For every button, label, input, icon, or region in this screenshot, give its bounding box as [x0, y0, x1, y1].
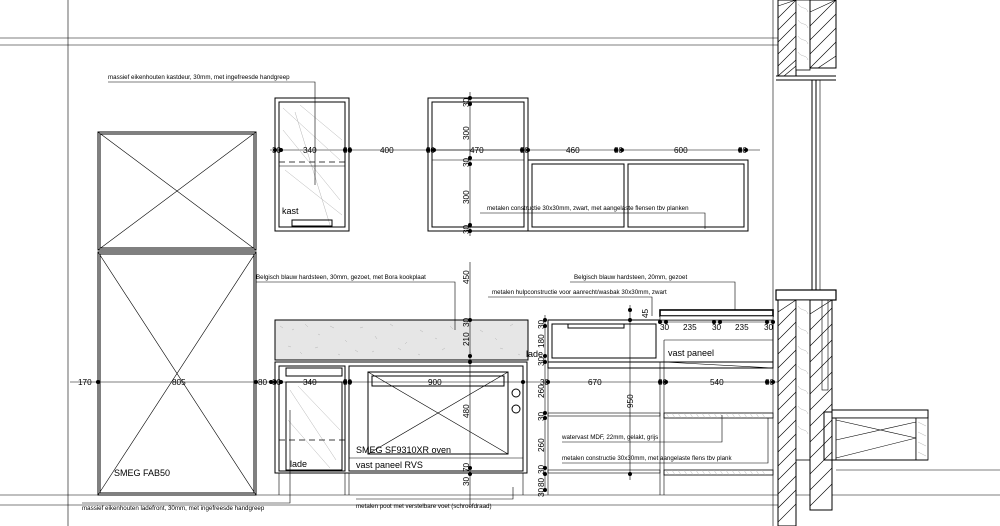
dim-base-2: 805 — [172, 378, 186, 387]
note-ladefront: massief eikenhouten ladefront, 30mm, met… — [82, 505, 265, 512]
wall-section — [775, 0, 1000, 526]
dim-upper-v5: 30 — [462, 224, 471, 234]
dim-upper-v2: 300 — [462, 126, 471, 140]
dim-upper-7: 30 — [520, 146, 530, 155]
dims-sink-row: 30 235 30 235 30 45 950 — [626, 308, 774, 408]
dims-base-row: 170 805 80 30 340 30 900 30 670 30 540 3… — [78, 378, 775, 387]
element-labels: kast lade lade SMEG FAB50 SMEG SF9310XR … — [114, 206, 714, 478]
dim-base-12: 30 — [765, 378, 775, 387]
note-metalen-constructie-plank: metalen constructie 30x30mm, met aangela… — [562, 455, 732, 462]
dim-right-v8: 80 — [537, 477, 546, 487]
dim-upper-v1: 30 — [462, 97, 471, 107]
dim-base-5: 340 — [303, 378, 317, 387]
dim-upper-6: 470 — [470, 146, 484, 155]
dim-right-v2: 180 — [537, 334, 546, 348]
dim-right-v9: 30 — [537, 487, 546, 497]
dim-upper-10: 600 — [674, 146, 688, 155]
countertop-left — [274, 319, 529, 361]
dim-base-6: 30 — [343, 378, 353, 387]
label-vast-paneel: vast paneel — [668, 348, 714, 358]
upper-shelf-frames — [427, 97, 749, 232]
dim-sink-4: 235 — [735, 323, 749, 332]
dim-base-9: 670 — [588, 378, 602, 387]
dim-sink-3: 30 — [712, 323, 722, 332]
dim-upper-v4: 300 — [462, 190, 471, 204]
annotations: massief eikenhouten kastdeur, 30mm, met … — [82, 74, 732, 512]
upper-cabinet-kast — [274, 97, 350, 232]
dimension-ticks — [96, 96, 775, 492]
dim-mid-v6: 30 — [462, 476, 471, 486]
base-cabinets — [274, 361, 528, 495]
dim-base-3: 80 — [258, 378, 268, 387]
label-smeg-oven: SMEG SF9310XR oven — [356, 445, 451, 455]
note-hardsteen-20mm: Belgisch blauw hardsteen, 20mm, gezoet — [574, 274, 687, 281]
dim-upper-4: 400 — [380, 146, 394, 155]
label-vast-paneel-rvs: vast paneel RVS — [356, 460, 423, 470]
sink-area — [547, 309, 774, 495]
label-smeg-fab50: SMEG FAB50 — [114, 468, 170, 478]
note-hardsteen-bora: Belgisch blauw hardsteen, 30mm, gezoet, … — [256, 274, 426, 281]
dim-upper-9: 30 — [614, 146, 624, 155]
dim-right-v3: 30 — [537, 356, 546, 366]
dim-mid-v4: 480 — [462, 404, 471, 418]
dim-sink-2: 235 — [683, 323, 697, 332]
dim-base-7: 900 — [428, 378, 442, 387]
dim-sink-45: 45 — [641, 308, 650, 318]
dims-mid-vertical: 450 30 210 480 70 30 — [462, 270, 471, 486]
dim-upper-v3: 30 — [462, 157, 471, 167]
dim-upper-1: 30 — [272, 146, 282, 155]
dim-right-v6: 260 — [537, 438, 546, 452]
dim-upper-5: 30 — [426, 146, 436, 155]
dim-sink-5: 30 — [764, 323, 774, 332]
label-lade: lade — [290, 459, 307, 469]
dim-sink-950: 950 — [626, 394, 635, 408]
dims-upper-vertical: 30 300 30 300 30 — [462, 97, 471, 234]
dim-right-v4: 260 — [537, 384, 546, 398]
dimension-lines — [469, 92, 775, 505]
dim-mid-v1: 450 — [462, 270, 471, 284]
dim-upper-11: 30 — [738, 146, 748, 155]
label-kast: kast — [282, 206, 299, 216]
dim-mid-v2: 30 — [462, 317, 471, 327]
dim-upper-3: 30 — [343, 146, 353, 155]
dim-right-v7: 30 — [537, 464, 546, 474]
note-watervast-mdf: watervast MDF, 22mm, gelakt, grijs — [561, 434, 658, 441]
dims-upper-row: 30 340 30 400 30 470 30 460 30 600 30 — [272, 146, 748, 155]
note-kastdeur: massief eikenhouten kastdeur, 30mm, met … — [108, 74, 290, 81]
dim-base-4: 30 — [272, 378, 282, 387]
dim-sink-1: 30 — [660, 323, 670, 332]
dim-right-v5: 30 — [537, 411, 546, 421]
dim-upper-2: 340 — [303, 146, 317, 155]
dim-upper-8: 460 — [566, 146, 580, 155]
dims-right-vertical: 30 180 30 260 30 260 30 80 30 — [537, 319, 546, 497]
dim-base-11: 540 — [710, 378, 724, 387]
leader-lines — [82, 81, 769, 504]
dim-mid-v3: 210 — [462, 332, 471, 346]
label-lade-mid: lade — [526, 349, 543, 359]
dim-base-10: 30 — [658, 378, 668, 387]
dim-right-v1: 30 — [537, 319, 546, 329]
dim-base-8: 30 — [540, 378, 550, 387]
fridge-smeg-fab50 — [97, 131, 257, 496]
note-metalen-constructie-planken: metalen constructie 30x30mm, zwart, met … — [487, 205, 689, 212]
dim-mid-v5: 70 — [462, 462, 471, 472]
note-hulpconstructie: metalen hulpconstructie voor aanrecht/wa… — [492, 289, 667, 296]
note-metalen-poot: metalen poot met verstelbare voet (schro… — [356, 503, 492, 510]
dim-base-1: 170 — [78, 378, 92, 387]
